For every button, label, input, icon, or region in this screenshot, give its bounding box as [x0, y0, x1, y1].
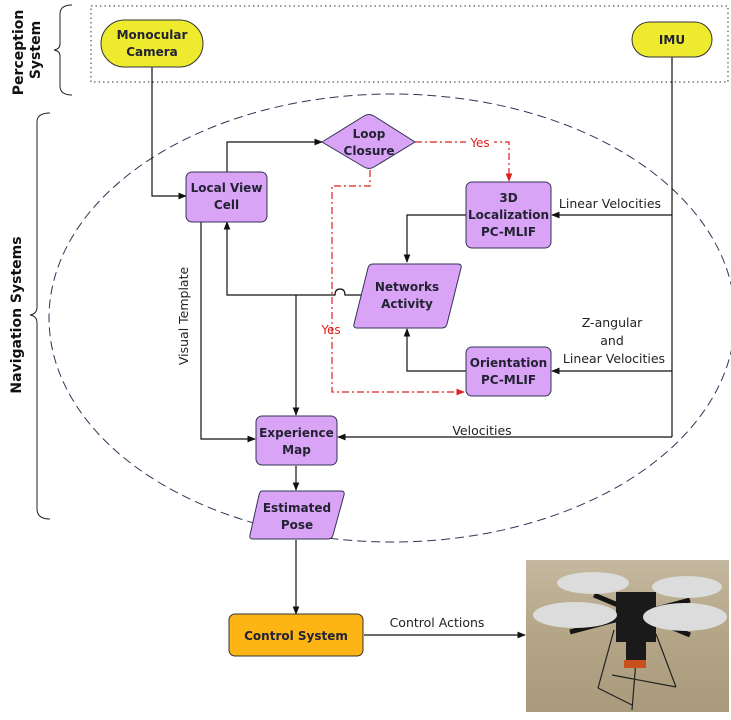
- label-velocities: Velocities: [452, 423, 511, 438]
- svg-text:IMU: IMU: [659, 33, 685, 47]
- edge-networks-to-local-view: [223, 221, 366, 296]
- node-imu[interactable]: IMU: [631, 21, 713, 58]
- edge-local-view-to-loop-closure: [226, 138, 323, 172]
- perception-brace: [53, 4, 73, 96]
- edge-yes-to-3d-localization: [415, 141, 513, 182]
- svg-text:Control System: Control System: [244, 629, 348, 643]
- label-yes-left: Yes: [320, 323, 340, 337]
- edge-yes-to-orientation: [331, 170, 465, 396]
- drone-propeller: [557, 572, 629, 594]
- navigation-brace: [29, 112, 51, 520]
- edge-orientation-to-networks: [403, 328, 466, 372]
- label-visual-template: Visual Template: [176, 267, 191, 366]
- drone-image: [526, 560, 729, 712]
- navigation-ellipse: [48, 93, 731, 543]
- edge-3d-localization-to-networks: [403, 214, 466, 263]
- navigation-label: Navigation Systems: [9, 236, 25, 393]
- node-control-system[interactable]: Control System: [228, 613, 364, 657]
- label-yes-top: Yes: [469, 136, 489, 150]
- drone-propeller: [533, 602, 617, 628]
- perception-system-box: [90, 5, 729, 83]
- perception-label: Perception System: [11, 5, 44, 95]
- label-z-angular: Z-angular and Linear Velocities: [563, 315, 665, 366]
- drone-propeller: [652, 576, 722, 598]
- edge-camera-to-local-view: [151, 63, 187, 200]
- edge-visual-template: [200, 222, 256, 443]
- drone-camera: [624, 660, 646, 668]
- yes-label-bg: [466, 135, 494, 149]
- label-control-actions: Control Actions: [390, 615, 485, 630]
- drone-propeller: [643, 603, 727, 631]
- drone-landing-gear: [597, 629, 677, 711]
- label-linear-velocities: Linear Velocities: [559, 196, 661, 211]
